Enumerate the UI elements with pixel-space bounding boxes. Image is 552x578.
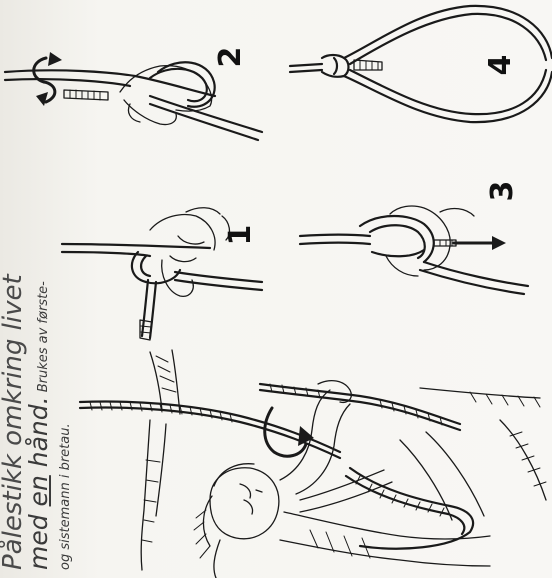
caption-line-2-underlined: en	[24, 475, 53, 506]
step-number-4: 4	[484, 48, 518, 82]
caption-line-3: og sistemann i bretau.	[58, 423, 73, 570]
caption-line-2-note: Brukes av første-	[36, 281, 51, 396]
caption-line-2-main: hånd.	[24, 396, 53, 475]
step-number-2: 2	[214, 40, 248, 74]
climber-drawing	[80, 350, 546, 578]
step-3-drawing	[300, 206, 528, 294]
step-number-1: 1	[224, 218, 258, 252]
caption-line-2: med en hånd. Brukes av første-	[24, 281, 53, 570]
caption-line-2-prefix: med	[24, 506, 53, 570]
step-number-3: 3	[486, 174, 520, 208]
